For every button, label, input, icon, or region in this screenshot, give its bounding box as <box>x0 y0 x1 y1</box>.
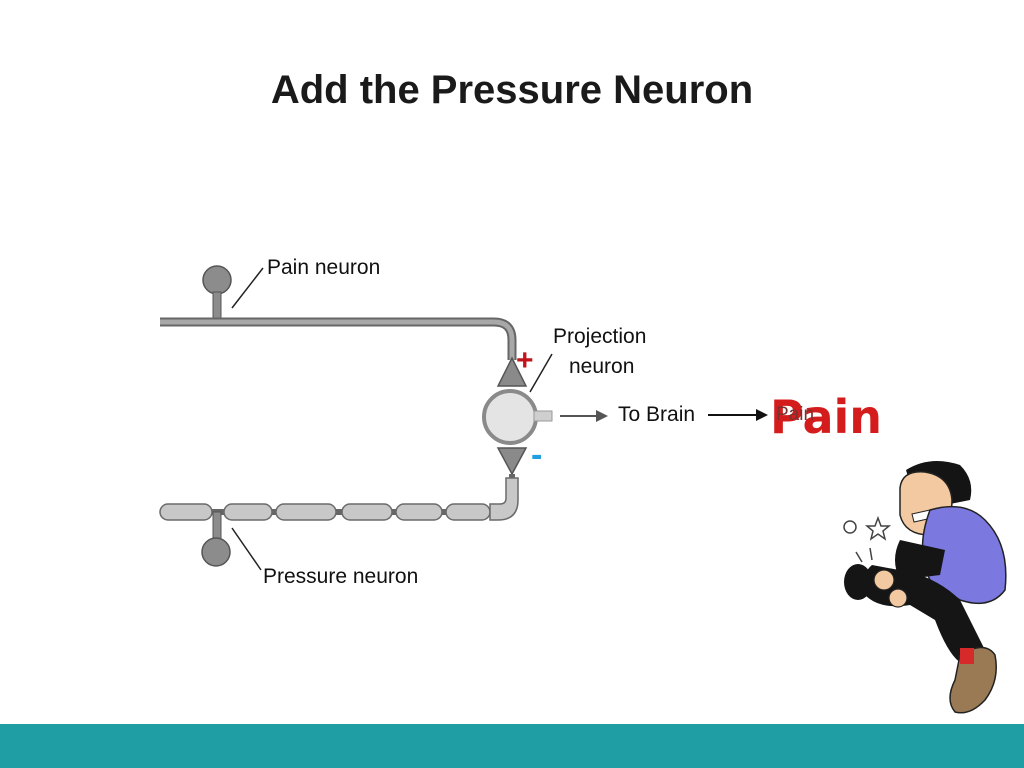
to-brain-arrow <box>708 409 768 421</box>
pain-output-label: Pain <box>770 390 883 444</box>
to-brain-label: To Brain <box>618 403 696 426</box>
footer-bar <box>0 724 1024 768</box>
projection-neuron-label-line2: neuron <box>569 355 635 378</box>
excitatory-synapse-terminal <box>496 356 528 387</box>
pain-neuron-leader-line <box>231 267 264 309</box>
pain-output-label-overlap: Pain <box>776 404 815 425</box>
pain-neuron-label: Pain neuron <box>267 256 381 279</box>
pain-neuron <box>160 265 517 360</box>
man-holding-hurt-foot-cartoon <box>843 461 1007 714</box>
inhibitory-minus-sign: - <box>531 436 543 474</box>
pressure-neuron-leader-line <box>231 527 262 571</box>
projection-neuron-leader-line <box>529 353 553 393</box>
pressure-neuron-label: Pressure neuron <box>263 565 419 588</box>
projection-neuron-label-line1: Projection <box>553 325 647 348</box>
pressure-neuron <box>159 474 519 567</box>
projection-neuron <box>482 389 608 445</box>
slide-title: Add the Pressure Neuron <box>270 68 754 112</box>
excitatory-plus-sign: + <box>516 344 534 377</box>
inhibitory-synapse-terminal <box>496 447 528 476</box>
